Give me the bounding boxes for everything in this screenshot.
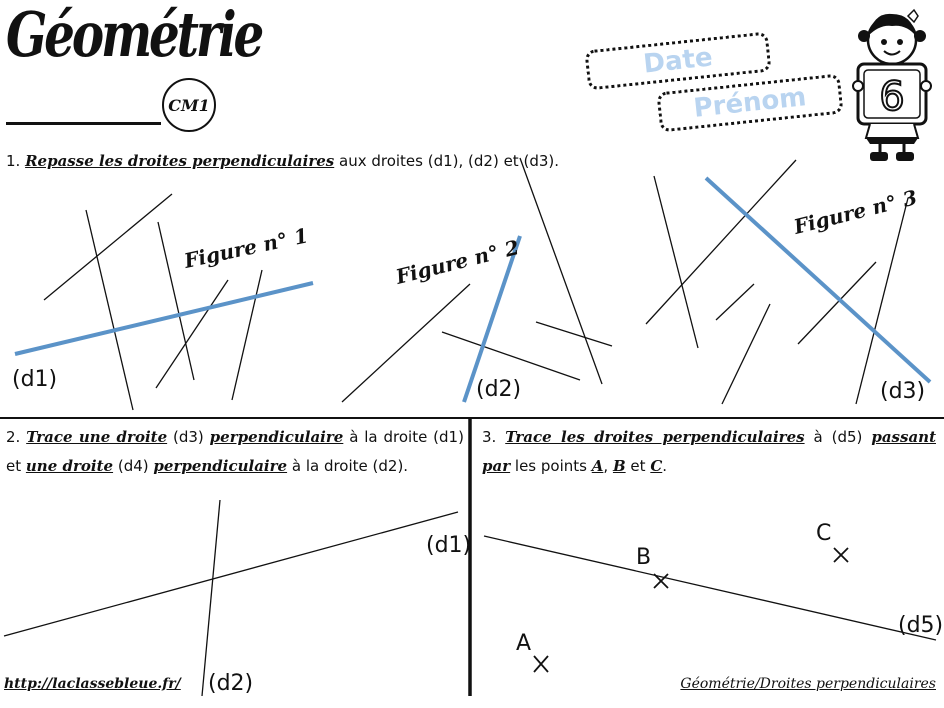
ex3-text: à (d5) (813, 428, 863, 446)
level-badge: CM1 (162, 78, 216, 132)
point-b-mark (653, 573, 669, 589)
page-title: Géométrie (6, 0, 264, 71)
figure-2-lines (341, 157, 613, 403)
title-underline (6, 122, 161, 125)
ex3-text: les points (514, 457, 587, 475)
figure-1-blue-line-d1 (14, 281, 314, 356)
point-markers (533, 547, 849, 673)
ex3-label-d5: (d5) (898, 613, 943, 638)
label-d3: (d3) (880, 379, 925, 404)
ex2-label-d1: (d1) (426, 533, 471, 558)
ex2-text: (d4) (117, 457, 149, 475)
exercise-1-rest: aux droites (d1), (d2) et (d3). (339, 152, 559, 170)
ex3-point-b: B (612, 457, 626, 475)
exercise-1-instruction: 1. Repasse les droites perpendiculaires … (6, 147, 559, 176)
ex2-text: (d3) (173, 428, 204, 446)
exercise-number: 1. (6, 152, 21, 170)
exercise-2-lines (3, 499, 459, 697)
footer-url[interactable]: http://laclassebleue.fr/ (4, 676, 181, 692)
exercise-3-line-d5 (483, 535, 937, 641)
figure-1-lines (43, 193, 263, 411)
ex3-point-a: A (591, 457, 604, 475)
point-b-label: B (636, 545, 651, 570)
footer-topic: Géométrie/Droites perpendiculaires (680, 676, 936, 692)
ex2-text: à la droite (d2). (291, 457, 409, 475)
figure-2-blue-line-d2 (462, 235, 522, 403)
figure-3-blue-line-d3 (704, 176, 932, 384)
label-d2: (d2) (476, 377, 521, 402)
figure-3-lines (645, 159, 909, 405)
ex2-text: à la droite (d1) et (6, 428, 464, 475)
ex2-keyword-perp: perpendiculaire (209, 428, 344, 446)
ex2-keyword-perp-2: perpendiculaire (153, 457, 288, 475)
exercise-number: 2. (6, 428, 21, 446)
point-c-label: C (816, 521, 831, 546)
exercise-2-instruction: 2. Trace une droite (d3) perpendiculaire… (6, 423, 464, 481)
ex3-text: . (662, 457, 668, 475)
figure-2-title: Figure n° 2 (392, 235, 521, 289)
point-c-mark (833, 547, 849, 563)
ex3-keyword-trace: Trace les droites perpendiculaires (505, 428, 805, 446)
ex3-point-c: C (650, 457, 663, 475)
ex3-text: et (630, 457, 646, 475)
label-d1: (d1) (12, 367, 57, 392)
ex2-label-d2: (d2) (208, 671, 253, 696)
exercise-number: 3. (482, 428, 497, 446)
point-a-label: A (516, 631, 531, 656)
sheet-number: 6 (879, 74, 904, 120)
point-a-mark (533, 655, 549, 673)
exercise-3-instruction: 3. Trace les droites perpendiculaires à … (482, 428, 936, 475)
ex2-keyword-trace: Trace une droite (26, 428, 168, 446)
ex3-keyword-passing: passant par (482, 428, 936, 475)
exercise-1-verb: Repasse les droites perpendiculaires (25, 152, 335, 170)
figure-1-title: Figure n° 1 (181, 223, 310, 273)
ex2-keyword-line: une droite (25, 457, 114, 475)
student-mascot-icon: 6 (852, 8, 932, 161)
